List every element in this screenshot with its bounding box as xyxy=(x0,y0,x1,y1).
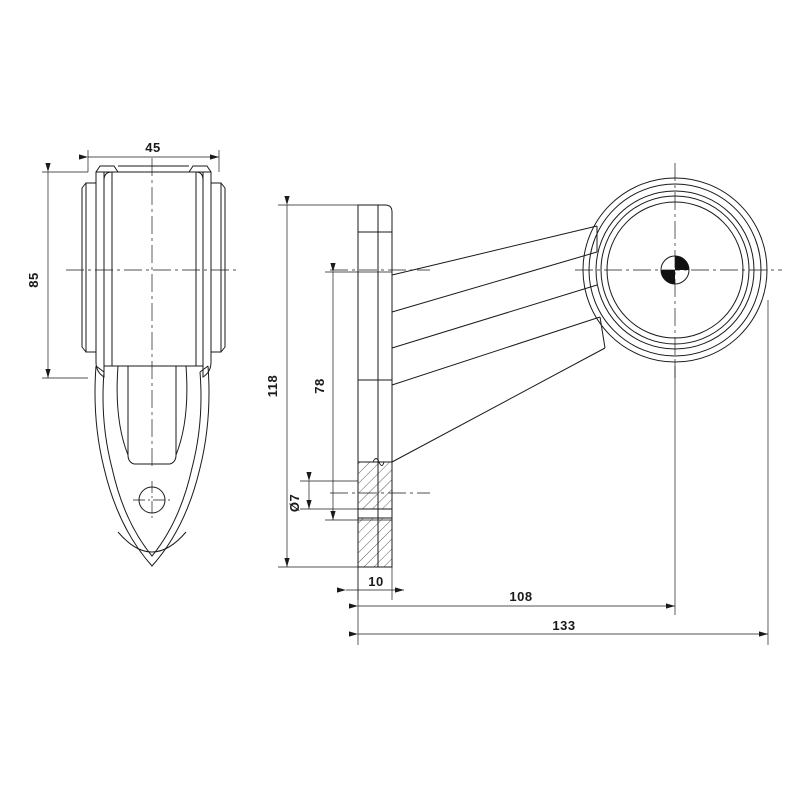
dim-label-dia7: Ø7 xyxy=(287,494,302,512)
side-plate-section-upper xyxy=(357,461,393,510)
front-bracket-outline-inner xyxy=(102,371,202,557)
dimension-lines xyxy=(42,150,769,645)
front-stalk-web-left xyxy=(116,365,129,456)
side-section-break-symbol xyxy=(372,458,385,466)
side-plate-section-lower xyxy=(357,517,393,568)
side-arm-edge-4 xyxy=(391,316,601,386)
front-view-geometry xyxy=(81,165,226,567)
front-housing-body xyxy=(103,171,204,367)
dim-label-85: 85 xyxy=(26,272,41,287)
dim-label-108: 108 xyxy=(509,589,532,604)
front-bracket-tip xyxy=(117,531,187,553)
front-flange-left xyxy=(85,182,96,353)
front-view-centrelines xyxy=(66,158,240,470)
front-stalk-right xyxy=(169,366,177,465)
side-arm-edge-top xyxy=(391,225,598,276)
lamp-hub-quadrant-upper-right xyxy=(675,256,689,270)
dim-label-118: 118 xyxy=(265,375,280,397)
side-arm-edge-3 xyxy=(391,284,598,349)
side-arm-collar-lower xyxy=(599,316,606,349)
front-housing-top-chamfer-left xyxy=(95,165,119,173)
front-stalk-web-right xyxy=(175,365,188,456)
side-view-geometry xyxy=(357,177,768,568)
side-arm-edge-2 xyxy=(391,251,598,313)
lamp-hub-quadrant-lower-left xyxy=(661,270,675,284)
front-stalk-left xyxy=(127,366,135,465)
side-arm-edge-bottom xyxy=(391,347,606,463)
front-housing-top-chamfer-right xyxy=(188,165,212,173)
front-flange-right-outer xyxy=(220,182,226,353)
dimension-labels: 45 85 118 78 Ø7 10 108 133 xyxy=(26,140,575,633)
front-bracket-shoulder-left xyxy=(95,365,105,373)
front-flange-right xyxy=(211,182,222,353)
dim-label-45: 45 xyxy=(145,140,160,155)
front-bracket-shoulder-right xyxy=(199,365,209,373)
dim-label-10: 10 xyxy=(368,574,383,589)
dim-label-78: 78 xyxy=(312,378,327,393)
side-mounting-plate xyxy=(357,204,393,568)
side-view-centrelines xyxy=(330,163,782,494)
dim-label-133: 133 xyxy=(552,618,575,633)
front-bracket-outline-outer xyxy=(94,365,210,567)
front-flange-left-outer xyxy=(81,182,87,353)
